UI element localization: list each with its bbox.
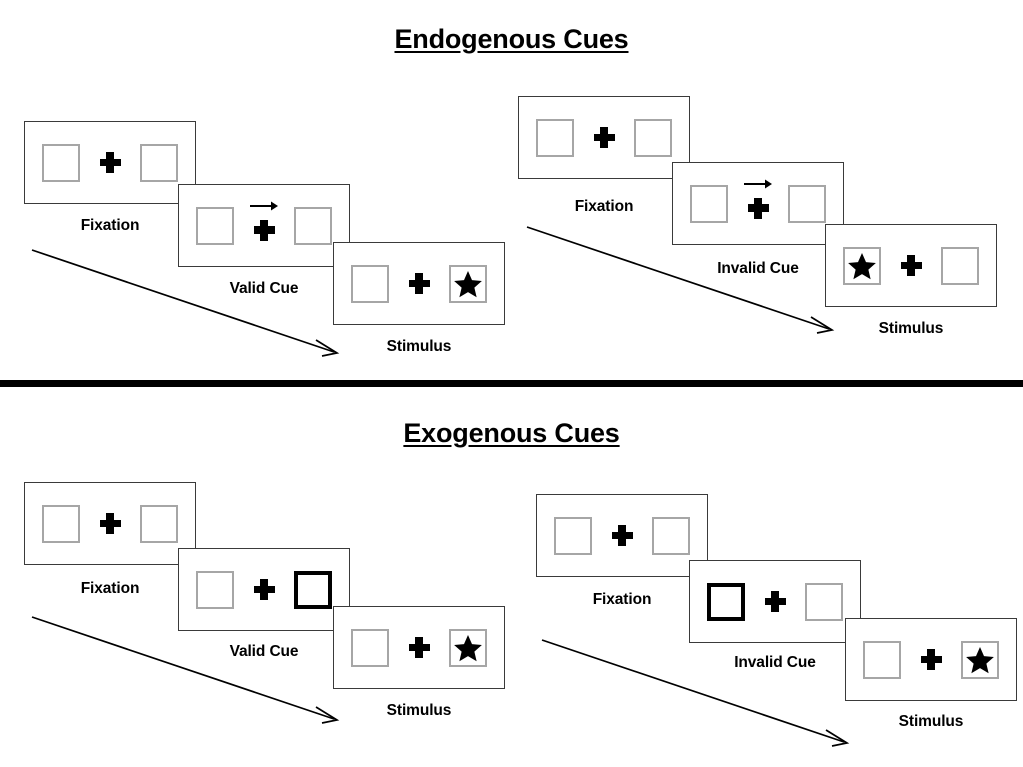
star-icon xyxy=(453,269,483,299)
stimulus-box-right xyxy=(634,118,672,157)
display-row xyxy=(42,140,178,186)
stimulus-box-left xyxy=(536,118,574,157)
fixation-cross-wrap xyxy=(404,625,434,671)
stimulus-box-left xyxy=(554,516,592,555)
panel-stimulus xyxy=(845,618,1017,701)
caption-stimulus: Stimulus xyxy=(898,713,964,730)
display-row xyxy=(707,579,843,625)
section-title-endogenous: Endogenous Cues xyxy=(394,24,629,54)
caption-fixation: Fixation xyxy=(574,198,634,215)
display-row xyxy=(351,261,487,307)
caption-stimulus: Stimulus xyxy=(386,702,452,719)
stimulus-box-right xyxy=(140,504,178,543)
stimulus-box-left xyxy=(196,206,234,245)
plus-icon xyxy=(408,273,430,294)
stimulus-box-right xyxy=(140,143,178,182)
plus-icon xyxy=(253,219,275,241)
stimulus-box-right xyxy=(788,184,826,223)
stimulus-box-left-cued xyxy=(707,582,745,621)
fixation-cross-wrap xyxy=(95,501,125,547)
plus-icon xyxy=(99,152,121,173)
display-row xyxy=(536,115,672,161)
stimulus-box-right xyxy=(652,516,690,555)
fixation-cross-wrap xyxy=(760,579,790,625)
section-title-exogenous: Exogenous Cues xyxy=(403,418,620,448)
stimulus-box-right xyxy=(805,582,843,621)
plus-icon xyxy=(611,525,633,546)
panel-fixation xyxy=(536,494,708,577)
stimulus-box-left xyxy=(351,264,389,303)
star-icon xyxy=(453,633,483,663)
arrow-right-icon xyxy=(743,178,773,190)
caption-stimulus: Stimulus xyxy=(386,338,452,355)
stimulus-box-right xyxy=(961,640,999,679)
caption-fixation: Fixation xyxy=(592,591,652,608)
fixation-cross-wrap xyxy=(404,261,434,307)
display-row xyxy=(196,567,332,613)
fixation-cross-wrap xyxy=(95,140,125,186)
panel-stimulus xyxy=(333,606,505,689)
panel-cue xyxy=(689,560,861,643)
display-row xyxy=(42,501,178,547)
plus-icon xyxy=(408,637,430,658)
display-row xyxy=(690,178,826,227)
plus-icon xyxy=(900,255,922,276)
section-divider xyxy=(0,380,1023,387)
plus-icon xyxy=(253,579,275,600)
caption-cue: Valid Cue xyxy=(229,643,299,660)
stimulus-box-left xyxy=(42,143,80,182)
panel-cue xyxy=(672,162,844,245)
panel-stimulus xyxy=(333,242,505,325)
stimulus-box-right xyxy=(449,628,487,667)
fixation-cross-wrap xyxy=(607,513,637,559)
fixation-cross-wrap xyxy=(916,637,946,683)
plus-icon xyxy=(593,127,615,148)
stimulus-box-right xyxy=(449,264,487,303)
fixation-cross-wrap xyxy=(743,178,773,227)
plus-icon xyxy=(764,591,786,612)
stimulus-box-left xyxy=(351,628,389,667)
star-icon xyxy=(965,645,995,675)
panel-cue xyxy=(178,548,350,631)
star-icon xyxy=(847,251,877,281)
arrow-right-icon xyxy=(249,200,279,212)
section-endogenous: Endogenous Cues Fixation xyxy=(0,0,1023,383)
caption-fixation: Fixation xyxy=(80,580,140,597)
stimulus-box-left xyxy=(863,640,901,679)
time-arrow-icon xyxy=(30,615,350,730)
fixation-cross-wrap xyxy=(589,115,619,161)
stimulus-box-left xyxy=(843,246,881,285)
fixation-cross-wrap xyxy=(896,243,926,289)
plus-icon xyxy=(747,197,769,219)
panel-cue xyxy=(178,184,350,267)
caption-stimulus: Stimulus xyxy=(878,320,944,337)
stimulus-box-left xyxy=(690,184,728,223)
panel-stimulus xyxy=(825,224,997,307)
caption-cue: Valid Cue xyxy=(229,280,299,297)
section-exogenous: Exogenous Cues xyxy=(0,390,1023,767)
time-arrow-icon xyxy=(30,248,350,363)
display-row xyxy=(196,200,332,249)
stimulus-box-left xyxy=(42,504,80,543)
stimulus-box-left xyxy=(196,570,234,609)
display-row xyxy=(843,243,979,289)
plus-icon xyxy=(920,649,942,670)
caption-cue: Invalid Cue xyxy=(734,654,816,671)
caption-fixation: Fixation xyxy=(80,217,140,234)
plus-icon xyxy=(99,513,121,534)
display-row xyxy=(863,637,999,683)
panel-fixation xyxy=(518,96,690,179)
fixation-cross-wrap xyxy=(249,200,279,249)
display-row xyxy=(351,625,487,671)
stimulus-box-right xyxy=(941,246,979,285)
stimulus-box-right xyxy=(294,206,332,245)
panel-fixation xyxy=(24,482,196,565)
time-arrow-icon xyxy=(525,225,845,340)
caption-cue: Invalid Cue xyxy=(717,260,799,277)
stimulus-box-right-cued xyxy=(294,570,332,609)
display-row xyxy=(554,513,690,559)
time-arrow-icon xyxy=(540,638,860,753)
panel-fixation xyxy=(24,121,196,204)
fixation-cross-wrap xyxy=(249,567,279,613)
